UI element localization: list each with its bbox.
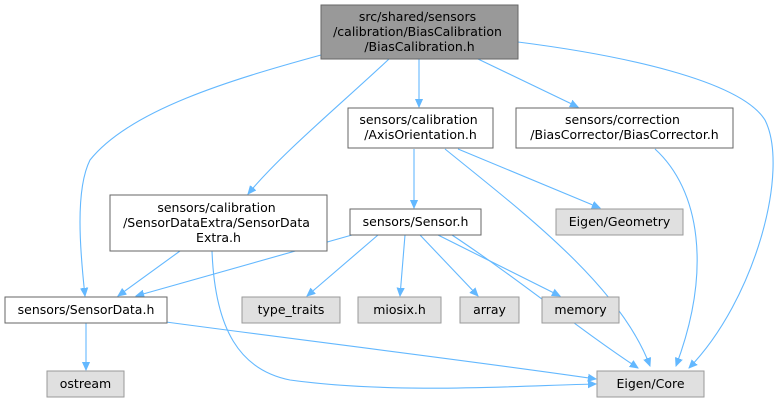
node-root[interactable]: src/shared/sensors /calibration/BiasCali… — [320, 4, 519, 60]
svg-text:Eigen/Core: Eigen/Core — [616, 376, 684, 391]
node-memory-line-1: memory — [554, 302, 607, 317]
node-box — [349, 208, 482, 236]
node-array-line-1: array — [473, 302, 506, 317]
node-root-line-1: src/shared/sensors — [359, 9, 476, 24]
node-miosix[interactable]: miosix.h — [357, 296, 442, 324]
node-array[interactable]: array — [459, 296, 520, 324]
node-sensor-data-extra[interactable]: sensors/calibration /SensorDataExtra/Sen… — [109, 194, 328, 252]
svg-text:memory: memory — [554, 302, 607, 317]
node-box — [109, 194, 328, 252]
node-box — [347, 107, 494, 149]
node-sensor-data[interactable]: sensors/SensorData.h — [4, 296, 168, 324]
node-sensor-data-line-1: sensors/SensorData.h — [18, 302, 155, 317]
edge-root-to-sensor-data-extra — [248, 58, 390, 194]
node-box — [515, 107, 734, 149]
node-box — [4, 296, 168, 324]
svg-text:sensors/calibration /Axi: sensors/calibration /AxisOrientation.h — [359, 112, 481, 142]
svg-text:type_traits: type_traits — [258, 302, 325, 317]
edge-sensor-data-extra-to-eigen-core — [211, 250, 596, 389]
svg-text:array: array — [473, 302, 506, 317]
edge-axis-to-eigen-core — [444, 148, 650, 366]
edge-axis-to-eigen-geometry — [457, 148, 600, 208]
svg-text:Eigen/Geometry: Eigen/Geometry — [569, 214, 671, 229]
node-sensor-data-extra-line-1: sensors/calibration — [157, 200, 275, 215]
svg-text:sensors/calibration /Sen: sensors/calibration /SensorDataExtra/Sen… — [123, 200, 314, 245]
node-bias-corrector-line-1: sensors/correction — [565, 112, 680, 127]
svg-text:ostream: ostream — [60, 376, 111, 391]
node-box — [459, 296, 520, 324]
edge-sensor-data-extra-to-sensor-data — [118, 250, 181, 296]
node-sensor[interactable]: sensors/Sensor.h — [349, 208, 482, 236]
edge-root-to-bias-corrector — [477, 58, 578, 108]
node-type-traits[interactable]: type_traits — [241, 296, 341, 324]
edge-sensor-to-miosix — [400, 234, 406, 296]
node-ostream-line-1: ostream — [60, 376, 111, 391]
node-box — [555, 208, 684, 236]
node-eigen-core-line-1: Eigen/Core — [616, 376, 684, 391]
node-box — [541, 296, 620, 324]
edge-root-to-eigen-core — [517, 41, 774, 368]
node-axis-orientation-line-2: /AxisOrientation.h — [364, 127, 477, 142]
node-axis-orientation[interactable]: sensors/calibration /AxisOrientation.h — [347, 107, 494, 149]
edge-sensor-data-to-eigen-core — [165, 321, 596, 379]
node-box — [596, 370, 705, 398]
edge-sensor-to-array — [419, 234, 478, 296]
svg-text:miosix.h: miosix.h — [373, 302, 426, 317]
node-box — [357, 296, 442, 324]
node-sensor-data-extra-line-3: Extra.h — [196, 230, 241, 245]
node-box — [320, 4, 519, 60]
edge-root-to-sensor-data — [79, 54, 322, 296]
svg-text:sensors/correction /Bias: sensors/correction /BiasCorrector/BiasCo… — [530, 112, 718, 142]
node-box — [46, 370, 125, 398]
node-eigen-geometry-line-1: Eigen/Geometry — [569, 214, 671, 229]
edge-bias-corrector-to-eigen-core — [654, 148, 698, 366]
node-ostream[interactable]: ostream — [46, 370, 125, 398]
svg-text:sensors/Sensor.h: sensors/Sensor.h — [363, 214, 469, 229]
svg-text:sensors/SensorData.h: sensors/SensorData.h — [18, 302, 155, 317]
node-type-traits-line-1: type_traits — [258, 302, 325, 317]
node-bias-corrector-line-2: /BiasCorrector/BiasCorrector.h — [530, 127, 718, 142]
node-axis-orientation-line-1: sensors/calibration — [359, 112, 477, 127]
node-root-line-2: /calibration/BiasCalibration — [333, 24, 502, 39]
node-eigen-geometry[interactable]: Eigen/Geometry — [555, 208, 684, 236]
svg-text:src/shared/sensors /cali: src/shared/sensors /calibration/BiasCali… — [333, 9, 506, 54]
edge-sensor-to-memory — [437, 234, 560, 296]
node-sensor-line-1: sensors/Sensor.h — [363, 214, 469, 229]
node-sensor-data-extra-line-2: /SensorDataExtra/SensorData — [123, 215, 310, 230]
node-memory[interactable]: memory — [541, 296, 620, 324]
edge-sensor-to-type-traits — [307, 234, 379, 296]
node-bias-corrector[interactable]: sensors/correction /BiasCorrector/BiasCo… — [515, 107, 734, 149]
node-box — [241, 296, 341, 324]
node-root-line-3: /BiasCalibration.h — [364, 39, 474, 54]
node-miosix-line-1: miosix.h — [373, 302, 426, 317]
node-eigen-core[interactable]: Eigen/Core — [596, 370, 705, 398]
